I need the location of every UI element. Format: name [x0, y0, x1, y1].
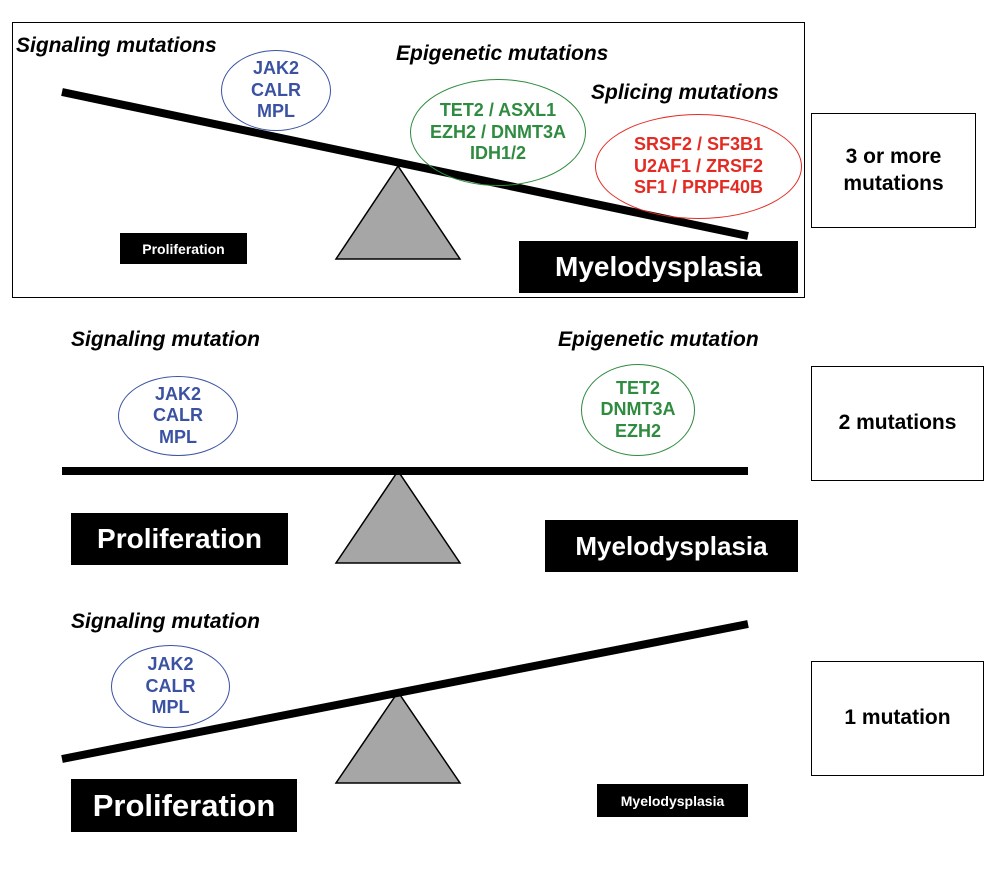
gene-line: CALR	[251, 79, 301, 100]
gene-line: MPL	[151, 697, 190, 718]
gene-line: IDH1/2	[469, 143, 527, 164]
splicing-oval-1: SRSF2 / SF3B1 U2AF1 / ZRSF2 SF1 / PRPF40…	[595, 114, 802, 219]
myelodysplasia-label-1: Myelodysplasia	[519, 241, 798, 293]
epigenetic-oval-1: TET2 / ASXL1 EZH2 / DNMT3A IDH1/2	[410, 79, 586, 186]
signaling-oval-3: JAK2 CALR MPL	[111, 645, 230, 728]
signaling-oval-2: JAK2 CALR MPL	[118, 376, 238, 456]
gene-line: CALR	[153, 405, 203, 426]
gene-line: JAK2	[147, 654, 194, 675]
mutation-count-box-1: 3 or more mutations	[811, 113, 976, 228]
epigenetic-heading-2: Epigenetic mutation	[558, 328, 759, 351]
signaling-heading-2: Signaling mutation	[71, 328, 260, 351]
gene-line: DNMT3A	[600, 399, 676, 420]
mutation-count-box-3: 1 mutation	[811, 661, 984, 776]
signaling-heading-1: Signaling mutations	[16, 34, 217, 57]
proliferation-label-1: Proliferation	[120, 233, 247, 264]
myelodysplasia-label-2: Myelodysplasia	[545, 520, 798, 572]
epigenetic-heading-1: Epigenetic mutations	[396, 42, 609, 65]
myelodysplasia-label-3: Myelodysplasia	[597, 784, 748, 817]
signaling-heading-3: Signaling mutation	[71, 610, 260, 633]
gene-line: JAK2	[252, 58, 300, 79]
fulcrum-triangle-2	[334, 469, 462, 564]
proliferation-label-2: Proliferation	[71, 513, 288, 565]
mutation-count-box-2: 2 mutations	[811, 366, 984, 481]
gene-line: CALR	[145, 675, 196, 696]
fulcrum-triangle-3	[334, 690, 462, 784]
signaling-oval-1: JAK2 CALR MPL	[221, 50, 331, 131]
seesaw-beam-3	[61, 620, 749, 763]
gene-line: EZH2	[614, 420, 661, 441]
gene-line: TET2	[615, 377, 660, 398]
fulcrum-triangle-1	[334, 164, 462, 260]
gene-line: U2AF1 / ZRSF2	[633, 155, 764, 176]
proliferation-label-3: Proliferation	[71, 779, 297, 832]
gene-line: MPL	[159, 426, 197, 447]
gene-line: TET2 / ASXL1	[439, 100, 557, 121]
gene-line: SF1 / PRPF40B	[633, 177, 764, 198]
gene-line: JAK2	[154, 383, 202, 404]
splicing-heading-1: Splicing mutations	[591, 81, 779, 104]
gene-line: MPL	[257, 101, 295, 122]
gene-line: EZH2 / DNMT3A	[429, 121, 566, 142]
epigenetic-oval-2: TET2 DNMT3A EZH2	[581, 364, 695, 456]
seesaw-beam-1	[61, 88, 749, 240]
gene-line: SRSF2 / SF3B1	[633, 134, 764, 155]
